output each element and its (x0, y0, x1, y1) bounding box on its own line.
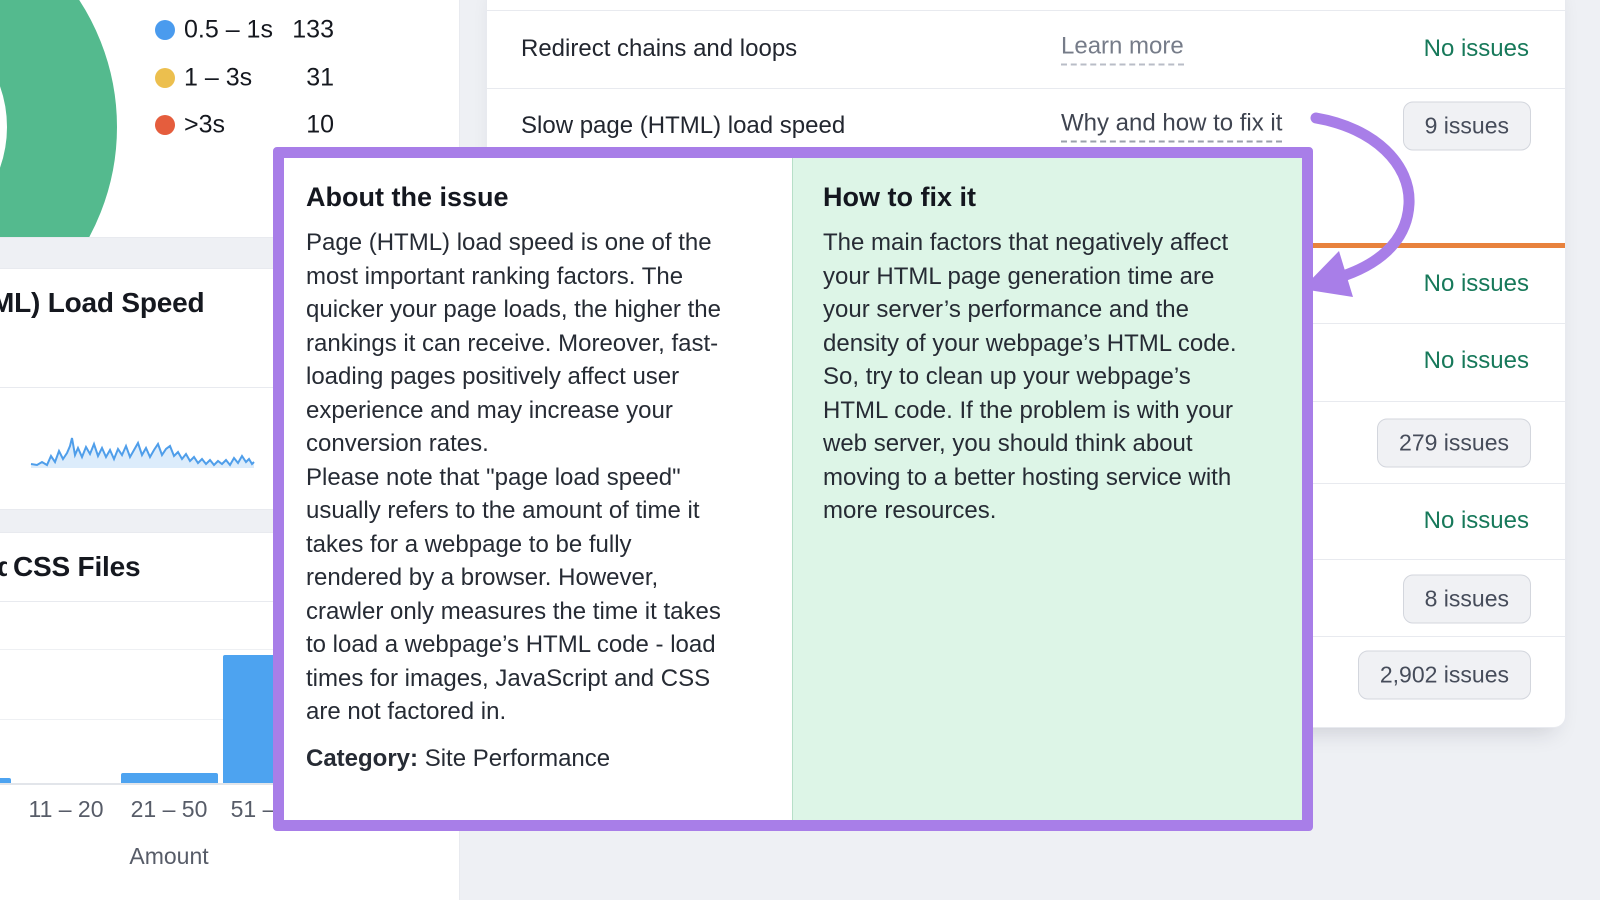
issue-row-label: Slow page (HTML) load speed (521, 112, 846, 139)
issue-row-label: Redirect chains and loops (521, 35, 798, 62)
how-to-fix-title: How to fix it (823, 182, 976, 212)
bar (0, 778, 11, 784)
legend-item: 1 – 3s 31 (0, 63, 459, 93)
load-speed-sparkline (30, 437, 255, 468)
status-no-issues: No issues (1423, 270, 1529, 297)
about-the-issue-title: About the issue (306, 182, 509, 212)
x-axis (0, 783, 459, 785)
issues-count-badge[interactable]: 8 issues (1402, 574, 1531, 624)
status-no-issues: No issues (1423, 507, 1529, 534)
status-no-issues: No issues (1423, 347, 1529, 374)
how-to-fix-text: The main factors that negatively affect … (823, 229, 1237, 524)
legend-value: 10 (306, 110, 334, 139)
category-value: Site Performance (418, 744, 611, 772)
row-divider (487, 10, 1565, 11)
x-tick-label: 51 – (230, 796, 276, 822)
card-title-fragment: d (0, 551, 7, 585)
issues-count-badge[interactable]: 2,902 issues (1357, 650, 1531, 700)
legend-value: 31 (306, 63, 334, 92)
popup-column-divider (792, 158, 793, 820)
about-the-issue-panel: About the issue Page (HTML) load speed i… (284, 158, 792, 820)
legend-item: 0.5 – 1s 133 (0, 15, 459, 45)
status-no-issues: No issues (1423, 35, 1529, 62)
divider (0, 601, 459, 602)
category-label: Category: (306, 744, 419, 772)
gridline (0, 649, 459, 650)
donut-chart (0, 0, 117, 237)
about-the-issue-text: Page (HTML) load speed is one of the mos… (306, 229, 721, 725)
issues-count-badge[interactable]: 9 issues (1402, 101, 1531, 151)
legend-label: 1 – 3s (184, 63, 253, 92)
load-speed-donut-card: 0.5 – 1s 133 1 – 3s 31 >3s 10 (0, 0, 460, 238)
card-title-load-speed: ML) Load Speed (0, 287, 205, 318)
legend-dot-yellow-icon (155, 68, 175, 88)
legend-label: >3s (184, 110, 226, 139)
bar (121, 773, 218, 784)
how-to-fix-panel: How to fix it The main factors that nega… (793, 158, 1302, 820)
divider (0, 387, 459, 388)
legend-dot-blue-icon (155, 20, 175, 40)
issues-count-badge[interactable]: 279 issues (1377, 418, 1531, 468)
row-divider (487, 88, 1565, 89)
issue-details-popup: About the issue Page (HTML) load speed i… (273, 147, 1313, 831)
legend-label: 0.5 – 1s (184, 15, 273, 44)
x-axis-title: Amount (129, 843, 209, 869)
card-title-css-files: CSS Files (13, 551, 141, 582)
learn-more-link[interactable]: Learn more (1061, 33, 1184, 66)
legend-item: >3s 10 (0, 110, 459, 140)
why-and-how-to-fix-link[interactable]: Why and how to fix it (1061, 110, 1283, 143)
x-tick-label: 21 – 50 (130, 796, 208, 822)
issue-category: Category: Site Performance (306, 745, 772, 773)
legend-value: 133 (292, 15, 334, 44)
legend-dot-red-icon (155, 115, 175, 135)
x-tick-label: 11 – 20 (28, 796, 104, 822)
